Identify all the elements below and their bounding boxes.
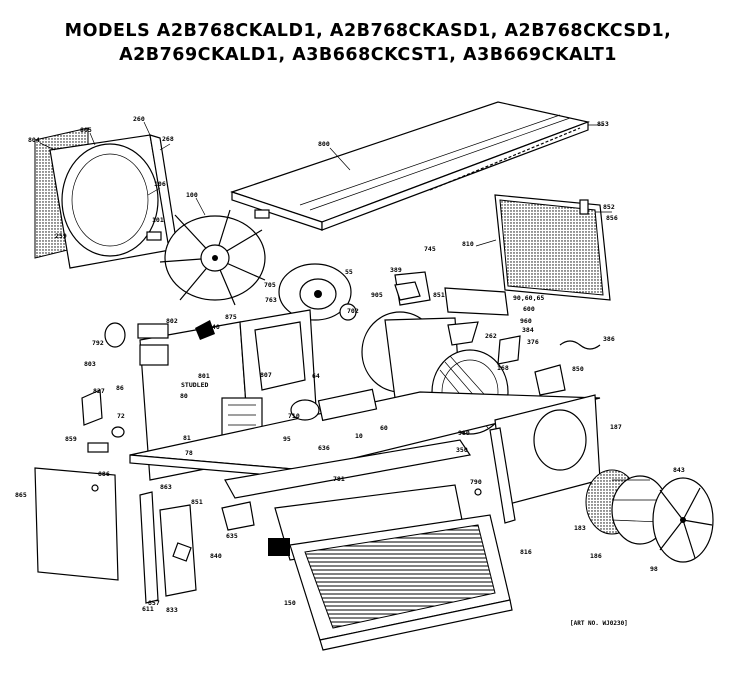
svg-text:389: 389 xyxy=(390,266,402,274)
svg-text:106: 106 xyxy=(154,180,166,188)
front-grille xyxy=(268,484,513,651)
svg-text:840: 840 xyxy=(210,552,222,560)
svg-text:705: 705 xyxy=(264,281,276,289)
svg-text:78: 78 xyxy=(185,449,193,457)
art-number: [ART NO. WJ0230] xyxy=(570,620,628,627)
fan-blade xyxy=(159,209,266,306)
svg-text:803: 803 xyxy=(84,360,96,368)
svg-text:187: 187 xyxy=(610,423,622,431)
svg-text:792: 792 xyxy=(92,339,104,347)
svg-text:702: 702 xyxy=(347,307,359,315)
svg-text:101: 101 xyxy=(152,216,164,224)
svg-text:10: 10 xyxy=(355,432,363,440)
svg-text:64: 64 xyxy=(312,372,320,380)
reference-labels: 804 805 260 268 106 100 101 259 800 853 … xyxy=(15,115,685,614)
svg-text:259: 259 xyxy=(55,232,67,240)
svg-text:710: 710 xyxy=(288,412,300,420)
svg-text:851: 851 xyxy=(191,498,203,506)
svg-text:804: 804 xyxy=(28,136,40,144)
svg-text:90,60,65: 90,60,65 xyxy=(513,294,544,302)
svg-text:801: 801 xyxy=(198,372,210,380)
svg-text:150: 150 xyxy=(284,599,296,607)
svg-text:260: 260 xyxy=(133,115,145,123)
svg-text:80: 80 xyxy=(180,392,188,400)
svg-text:940: 940 xyxy=(208,323,220,331)
svg-text:807: 807 xyxy=(260,371,272,379)
svg-text:268: 268 xyxy=(162,135,174,143)
louver-strip xyxy=(139,491,197,604)
svg-text:95: 95 xyxy=(283,435,291,443)
svg-text:800: 800 xyxy=(318,140,330,148)
condenser-fan xyxy=(585,469,714,563)
blower-housing xyxy=(361,311,509,435)
svg-text:745: 745 xyxy=(424,245,436,253)
svg-text:STUDLED: STUDLED xyxy=(181,381,208,389)
svg-text:600: 600 xyxy=(523,305,535,313)
svg-text:980: 980 xyxy=(458,429,470,437)
svg-text:852: 852 xyxy=(603,203,615,211)
svg-text:350: 350 xyxy=(456,446,468,454)
fan-motor xyxy=(278,263,357,321)
svg-text:875: 875 xyxy=(225,313,237,321)
svg-text:865: 865 xyxy=(15,491,27,499)
svg-text:802: 802 xyxy=(166,317,178,325)
top-cover xyxy=(230,101,591,231)
svg-text:60: 60 xyxy=(380,424,388,432)
svg-text:886: 886 xyxy=(98,470,110,478)
svg-text:781: 781 xyxy=(333,475,345,483)
svg-text:262: 262 xyxy=(485,332,497,340)
svg-text:183: 183 xyxy=(574,524,586,532)
svg-text:168: 168 xyxy=(497,364,509,372)
right-side-panel xyxy=(494,194,611,301)
svg-text:81: 81 xyxy=(183,434,191,442)
condenser-shroud xyxy=(489,394,601,524)
rear-grille-frame xyxy=(34,127,179,269)
svg-text:857: 857 xyxy=(148,599,160,607)
small-parts xyxy=(81,209,482,531)
svg-text:850: 850 xyxy=(572,365,584,373)
svg-text:386: 386 xyxy=(603,335,615,343)
svg-text:816: 816 xyxy=(520,548,532,556)
svg-text:905: 905 xyxy=(371,291,383,299)
svg-text:611: 611 xyxy=(142,605,154,613)
svg-text:851: 851 xyxy=(433,291,445,299)
svg-text:843: 843 xyxy=(673,466,685,474)
models-title-line-1: MODELS A2B768CKALD1, A2B768CKASD1, A2B76… xyxy=(64,21,672,41)
models-title-line-2: A2B769CKALD1, A3B668CKCST1, A3B669CKALT1 xyxy=(119,45,617,65)
svg-text:636: 636 xyxy=(318,444,330,452)
svg-text:635: 635 xyxy=(226,532,238,540)
svg-text:827: 827 xyxy=(93,387,105,395)
svg-text:790: 790 xyxy=(470,478,482,486)
svg-text:384: 384 xyxy=(522,326,534,334)
svg-text:376: 376 xyxy=(527,338,539,346)
svg-text:100: 100 xyxy=(186,191,198,199)
svg-text:853: 853 xyxy=(597,120,609,128)
svg-text:856: 856 xyxy=(606,214,618,222)
svg-text:833: 833 xyxy=(166,606,178,614)
svg-text:763: 763 xyxy=(265,296,277,304)
svg-text:805: 805 xyxy=(80,126,92,134)
left-side-panel xyxy=(34,467,119,581)
svg-text:859: 859 xyxy=(65,435,77,443)
svg-text:72: 72 xyxy=(117,412,125,420)
svg-text:863: 863 xyxy=(160,483,172,491)
svg-text:810: 810 xyxy=(462,240,474,248)
svg-text:960: 960 xyxy=(520,317,532,325)
base-pan xyxy=(129,388,601,499)
svg-text:86: 86 xyxy=(116,384,124,392)
svg-text:98: 98 xyxy=(650,565,658,573)
svg-text:55: 55 xyxy=(345,268,353,276)
svg-text:186: 186 xyxy=(590,552,602,560)
